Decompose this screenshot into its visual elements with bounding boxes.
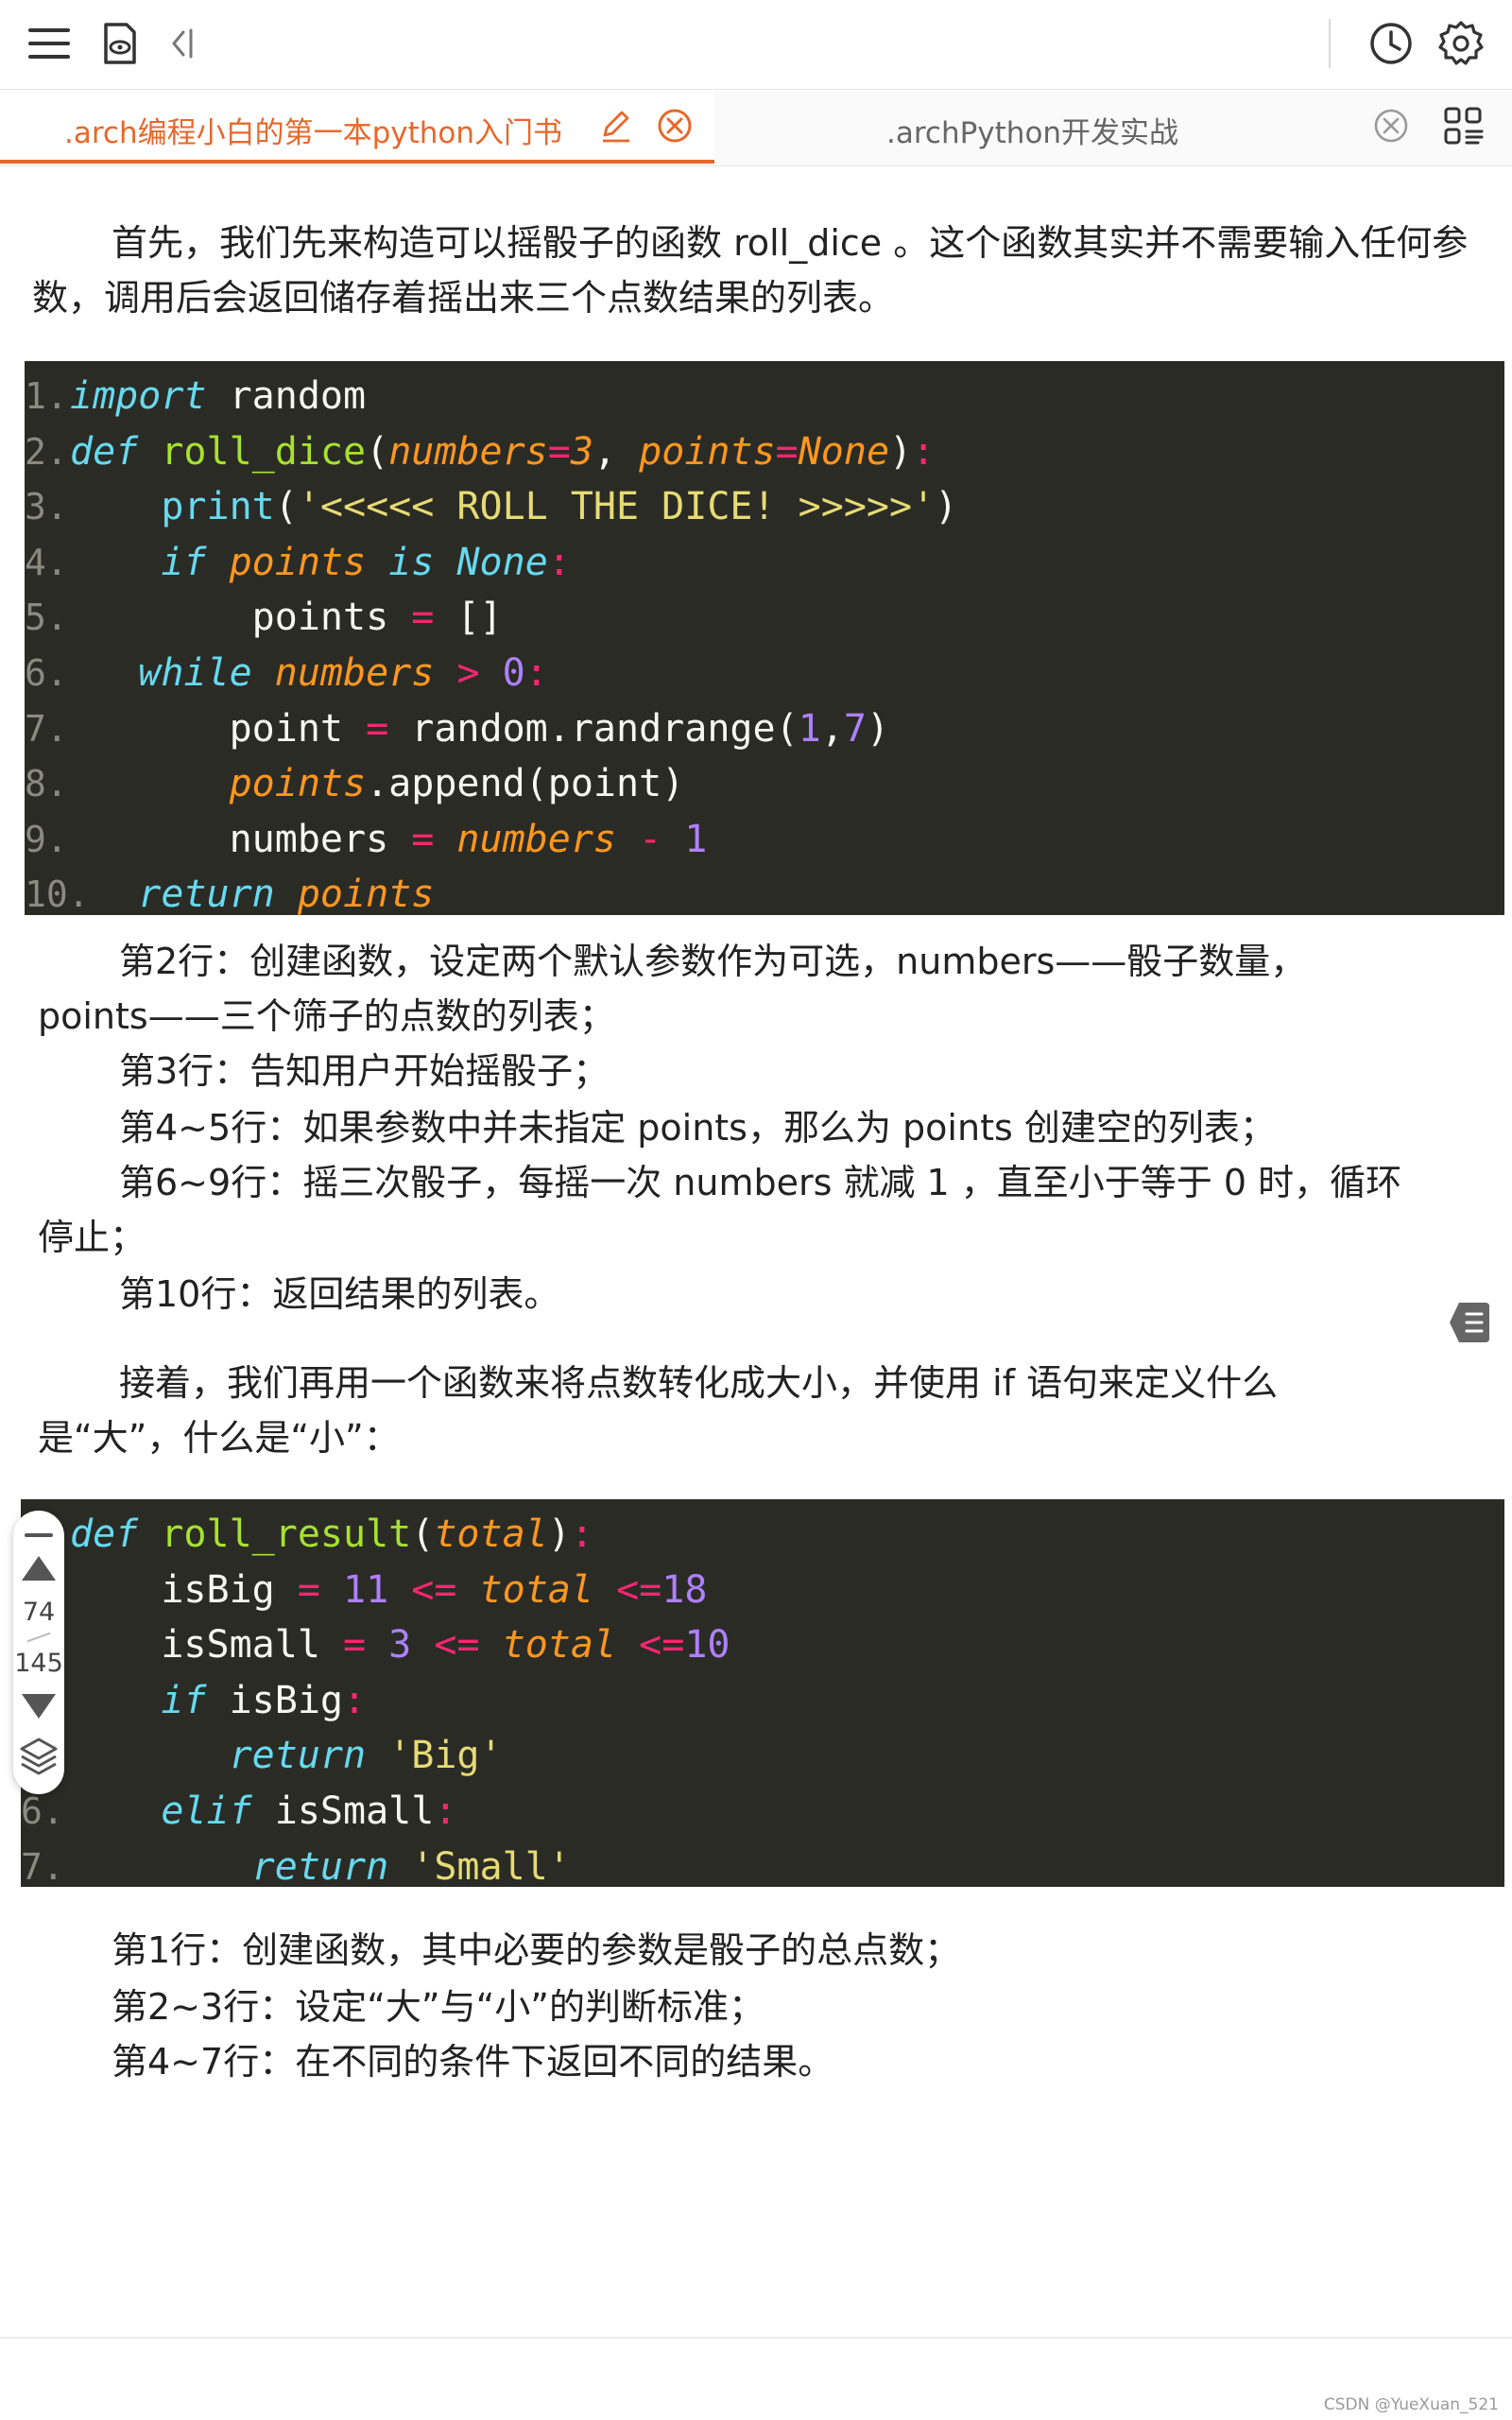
code-line: 2.def roll_dice(numbers=3, points=None): bbox=[25, 424, 1504, 479]
collapse-left-icon[interactable] bbox=[159, 17, 212, 70]
code-line: 6. elif isSmall: bbox=[21, 1784, 1504, 1839]
code-line: 1.def roll_result(total): bbox=[21, 1507, 1504, 1562]
note-line: 第1行：创建函数，其中必要的参数是骰子的总点数； bbox=[112, 1929, 961, 1971]
tab-bar: .arch编程小白的第一本python入门书 .archPython开发实战 bbox=[0, 89, 1512, 166]
toolbar-divider bbox=[1329, 19, 1331, 68]
line-number: 6. bbox=[21, 1790, 64, 1832]
code-text: if points is None: bbox=[161, 540, 571, 584]
current-page-number: 74 bbox=[22, 1598, 56, 1627]
code-line: 3. isSmall = 3 <= total <=10 bbox=[21, 1617, 1504, 1672]
note-line: 第2行：创建函数，设定两个默认参数作为可选，numbers——骰子数量， bbox=[119, 941, 1307, 982]
line-number: 8. bbox=[25, 763, 68, 805]
code-text: isBig = 11 <= total <=18 bbox=[70, 1567, 708, 1612]
layers-icon[interactable] bbox=[18, 1734, 60, 1785]
note-line: 第2~3行：设定“大”与“小”的判断标准； bbox=[112, 1986, 765, 2028]
code-line: 5. return 'Big' bbox=[21, 1728, 1504, 1783]
intro-paragraph: 首先，我们先来构造可以摇骰子的函数 roll_dice 。这个函数其实并不需要输… bbox=[32, 222, 1469, 319]
page-up-icon[interactable] bbox=[18, 1552, 60, 1588]
code-text: point = random.randrange(1,7) bbox=[70, 706, 890, 751]
line-number: 5. bbox=[25, 596, 68, 639]
note-line: 第6~9行：摇三次骰子，每摇一次 numbers 就减 1 ，直至小于等于 0 … bbox=[119, 1162, 1402, 1203]
close-tab-icon[interactable] bbox=[1372, 107, 1410, 145]
line-number: 1. bbox=[25, 375, 68, 417]
line-number: 3. bbox=[25, 486, 68, 528]
intro2-line: 接着，我们再用一个函数来将点数转化成大小，并使用 if 语句来定义什么 bbox=[119, 1362, 1279, 1404]
code-line: 7. point = random.randrange(1,7) bbox=[25, 701, 1504, 756]
tab-label: .archPython开发实战 bbox=[886, 116, 1179, 150]
code-line: 1.import random bbox=[25, 369, 1504, 424]
code-text: if isBig: bbox=[161, 1678, 367, 1722]
code-block-roll-result: 1.def roll_result(total):2. isBig = 11 <… bbox=[21, 1499, 1504, 1889]
code-text: def roll_result(total): bbox=[70, 1512, 593, 1556]
notes-side-button-icon[interactable] bbox=[1446, 1299, 1493, 1346]
code-line: 4. if isBig: bbox=[21, 1673, 1504, 1728]
code-text: while numbers > 0: bbox=[138, 651, 548, 695]
history-clock-icon[interactable] bbox=[1365, 17, 1418, 70]
tab-python-dev-practice[interactable]: .archPython开发实战 bbox=[718, 90, 1436, 164]
note-line: 第4~5行：如果参数中并未指定 points，那么为 points 创建空的列表… bbox=[119, 1107, 1276, 1149]
line-number: 2. bbox=[25, 430, 68, 473]
code-line: 9. numbers = numbers - 1 bbox=[25, 812, 1504, 867]
code-text: points.append(point) bbox=[229, 762, 685, 806]
page-separator bbox=[26, 1632, 51, 1643]
page-down-icon[interactable] bbox=[18, 1690, 60, 1726]
line-number: 9. bbox=[25, 818, 68, 860]
close-tab-icon[interactable] bbox=[656, 107, 694, 145]
total-page-number: 145 bbox=[14, 1649, 63, 1678]
tab-python-beginner-book[interactable]: .arch编程小白的第一本python入门书 bbox=[0, 90, 714, 164]
code-text: numbers = numbers - 1 bbox=[70, 817, 708, 861]
watermark: CSDN @YueXuan_521 bbox=[1323, 2395, 1499, 2414]
code-line: 2. isBig = 11 <= total <=18 bbox=[21, 1563, 1504, 1617]
top-toolbar bbox=[0, 0, 1512, 87]
tab-label: .arch编程小白的第一本python入门书 bbox=[64, 116, 563, 150]
code-text: print('<<<<< ROLL THE DICE! >>>>>') bbox=[161, 485, 958, 529]
note-line: 第10行：返回结果的列表。 bbox=[119, 1273, 560, 1315]
note-line: 第4~7行：在不同的条件下返回不同的结果。 bbox=[112, 2041, 834, 2083]
code-line: 4. if points is None: bbox=[25, 535, 1504, 590]
code-text: return 'Small' bbox=[251, 1844, 571, 1889]
intro2-line: 是“大”，什么是“小”： bbox=[38, 1417, 400, 1459]
code-text: return 'Big' bbox=[229, 1734, 503, 1778]
pencil-edit-icon[interactable] bbox=[597, 107, 635, 145]
line-number: 7. bbox=[21, 1845, 64, 1888]
code-text: def roll_dice(numbers=3, points=None): bbox=[70, 429, 936, 474]
footer-divider bbox=[0, 2337, 1512, 2339]
note-line: points——三个筛子的点数的列表； bbox=[38, 995, 615, 1037]
code-line: 5. points = [] bbox=[25, 590, 1504, 645]
code-line: 6. while numbers > 0: bbox=[25, 646, 1504, 700]
menu-icon[interactable] bbox=[23, 17, 76, 70]
scroll-handle-bar[interactable] bbox=[25, 1533, 53, 1537]
code-text: import random bbox=[70, 374, 367, 418]
code-line: 10. return points bbox=[25, 867, 1504, 922]
line-number: 7. bbox=[25, 707, 68, 750]
page-scroll-widget: 74 145 bbox=[13, 1511, 64, 1794]
tab-overview-grid-icon[interactable] bbox=[1442, 105, 1486, 148]
gear-icon[interactable] bbox=[1435, 17, 1487, 70]
line-number: 6. bbox=[25, 652, 68, 694]
note-line: 第3行：告知用户开始摇骰子； bbox=[119, 1050, 610, 1092]
line-number: 4. bbox=[25, 541, 68, 583]
reader-view-icon[interactable] bbox=[93, 17, 146, 70]
code-line: 8. points.append(point) bbox=[25, 756, 1504, 811]
code-text: elif isSmall: bbox=[161, 1789, 457, 1833]
code-line: 7. return 'Small' bbox=[21, 1840, 1504, 1894]
code-text: points = [] bbox=[70, 596, 503, 640]
note-line: 停止； bbox=[38, 1217, 146, 1258]
code-text: return points bbox=[138, 873, 435, 917]
code-line: 3. print('<<<<< ROLL THE DICE! >>>>>') bbox=[25, 479, 1504, 534]
code-text: isSmall = 3 <= total <=10 bbox=[70, 1623, 730, 1668]
line-number: 10. bbox=[25, 873, 90, 916]
